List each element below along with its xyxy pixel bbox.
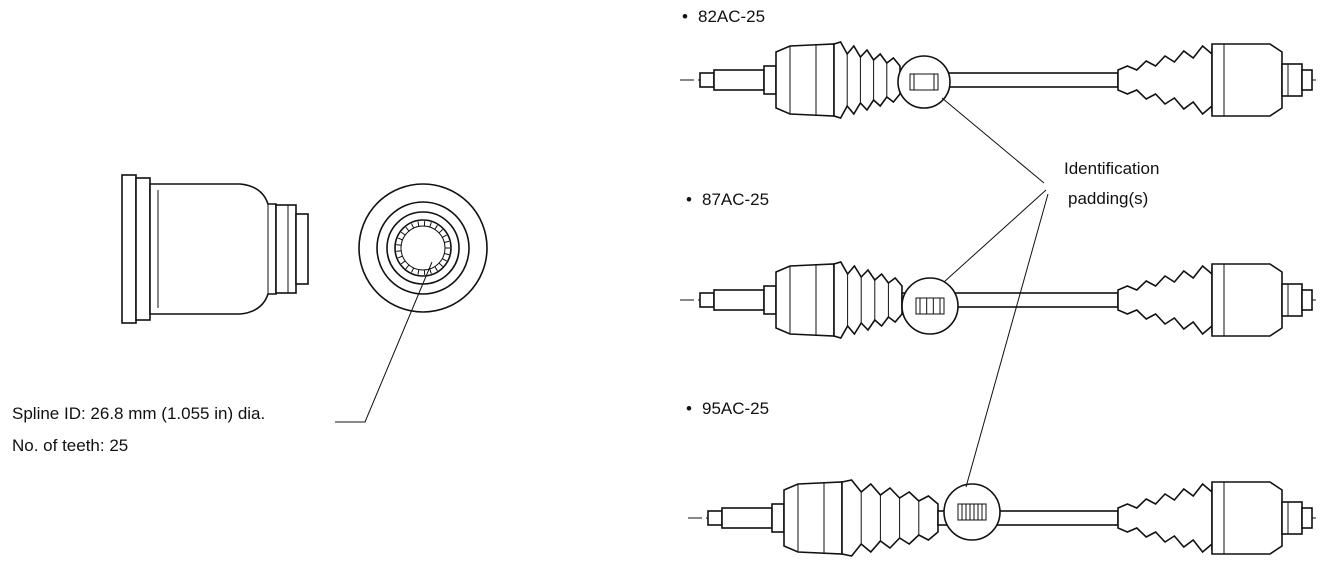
stub-shaft — [721, 507, 773, 529]
shaft-bullet: • — [682, 7, 688, 26]
padding-label: padding(s) — [1068, 189, 1148, 208]
identification-label: Identification — [1064, 159, 1159, 178]
spline-tooth — [405, 226, 410, 232]
spline-tooth — [400, 231, 406, 236]
stub-collar — [763, 285, 777, 315]
outer-joint-housing — [1211, 263, 1283, 337]
spline-tooth — [442, 258, 447, 262]
identification-band — [909, 73, 939, 91]
spline-tooth — [444, 240, 450, 244]
stub-collar — [771, 503, 785, 533]
identification-leaders — [941, 97, 1049, 488]
spline-tooth — [438, 262, 444, 267]
drive-shaft — [688, 479, 1316, 557]
inner-boot — [833, 41, 901, 119]
spline-end-view — [358, 183, 488, 313]
spline-tooth — [405, 264, 410, 270]
spline-tooth — [434, 224, 438, 230]
spline-tooth — [396, 244, 402, 246]
outer-stub — [1281, 283, 1303, 317]
identification-circle — [943, 483, 1001, 541]
outer-stub-tip — [1301, 69, 1313, 91]
shaft-bullet: • — [686, 399, 692, 418]
inner-boot — [833, 261, 903, 339]
stub-shaft — [713, 289, 765, 311]
stub-end — [699, 72, 715, 88]
spline-tooth — [400, 260, 406, 265]
spline-tooth — [444, 252, 450, 256]
spline-tooth — [396, 250, 402, 252]
drive-shafts — [680, 41, 1316, 557]
outer-boot — [1117, 264, 1213, 336]
drive-shaft — [680, 261, 1316, 339]
spline-tooth — [417, 221, 420, 227]
outer-stub — [1281, 63, 1303, 97]
outer-boot — [1117, 482, 1213, 554]
spline-tooth — [397, 237, 403, 241]
shaft-label-82ac: 82AC-25 — [698, 7, 765, 26]
outer-stub-tip — [1301, 507, 1313, 529]
spline-teeth — [396, 221, 450, 275]
spline-tooth — [434, 266, 438, 272]
identification-circle — [897, 55, 951, 109]
stub-collar — [763, 65, 777, 95]
spline-tooth — [411, 223, 415, 229]
spline-tooth — [397, 255, 403, 259]
outer-joint-housing — [1211, 481, 1283, 555]
identification-circle — [901, 277, 959, 335]
stub-shaft — [713, 69, 765, 91]
joint-side-view — [121, 174, 309, 324]
teeth-count-text: No. of teeth: 25 — [12, 436, 128, 455]
outer-joint-housing — [1211, 43, 1283, 117]
shaft-label-95ac: 95AC-25 — [702, 399, 769, 418]
inner-joint-housing — [783, 481, 843, 555]
spline-tooth — [442, 234, 447, 238]
identification-band — [957, 503, 987, 521]
outer-stub-tip — [1301, 289, 1313, 311]
inner-boot — [841, 479, 939, 557]
inner-joint-housing — [775, 263, 835, 337]
spline-id-text: Spline ID: 26.8 mm (1.055 in) dia. — [12, 404, 265, 423]
outer-boot — [1117, 44, 1213, 116]
spline-leader-line — [335, 261, 433, 423]
spline-tooth — [438, 229, 444, 234]
inner-joint-housing — [775, 43, 835, 117]
shaft-label-87ac: 87AC-25 — [702, 190, 769, 209]
spline-tooth — [411, 267, 415, 273]
spline-tooth — [417, 269, 420, 275]
spline-tooth — [429, 222, 432, 228]
drive-shaft — [680, 41, 1316, 119]
stub-end — [707, 510, 723, 526]
identification-band — [915, 297, 945, 315]
outer-stub — [1281, 501, 1303, 535]
shaft-bullet: • — [686, 190, 692, 209]
stub-end — [699, 292, 715, 308]
spline-tooth — [429, 268, 432, 274]
